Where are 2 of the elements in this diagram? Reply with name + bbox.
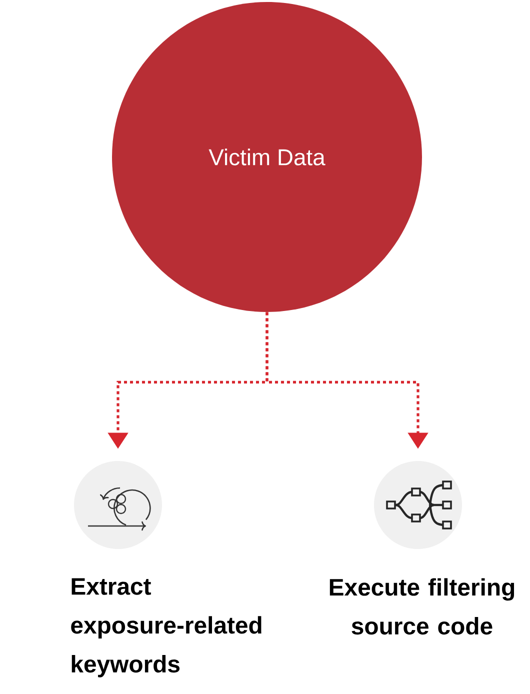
step-caption: Extract exposure-related keywords — [71, 578, 262, 678]
step-caption: Execute filtering source code — [330, 578, 514, 635]
